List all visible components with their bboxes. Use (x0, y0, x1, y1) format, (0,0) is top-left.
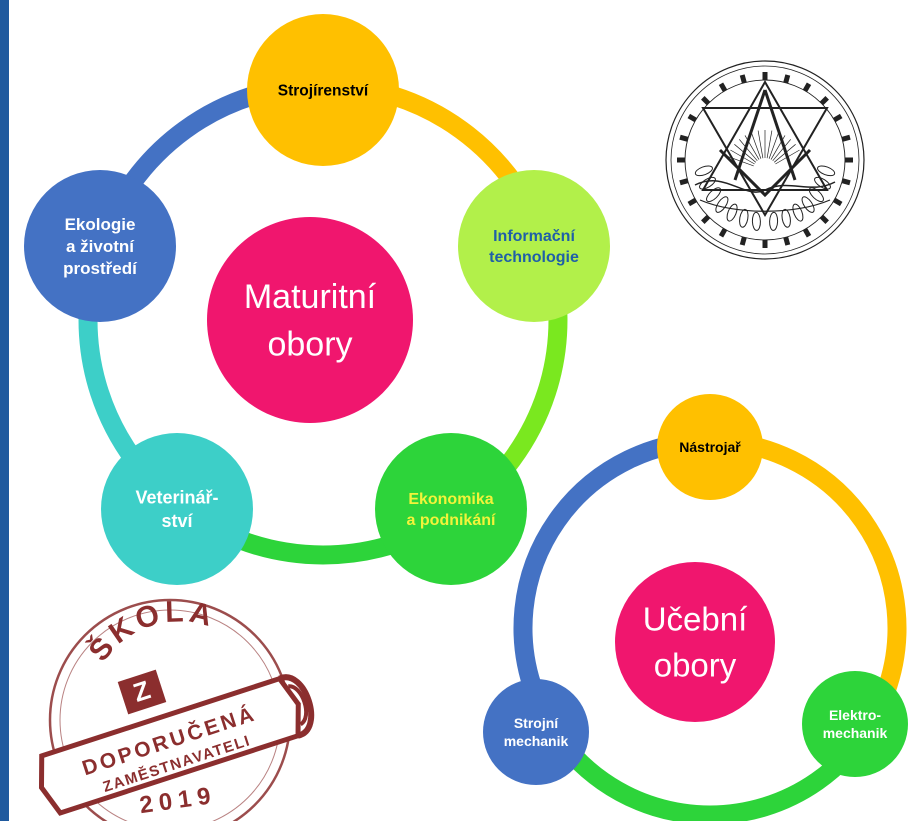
stamp-year: 2019 (138, 782, 218, 820)
node-strojirenstvi-label: Strojírenství (278, 82, 369, 99)
node-nastrojar-label: Nástrojař (679, 439, 741, 455)
left-frame-border (0, 0, 9, 821)
node-elektromechanik[interactable]: Elektro-mechanik (802, 671, 908, 777)
node-veterinarstvi-label: Veterinář-ství (135, 488, 218, 531)
school-emblem-icon (665, 60, 865, 260)
node-nastrojar[interactable]: Nástrojař (657, 394, 763, 500)
node-strojirenstvi[interactable]: Strojírenství (247, 14, 399, 166)
recommended-school-stamp-icon: ŠKOLA Z DOPORUČENÁ ZAMĚSTNAVATELI 2019 (38, 595, 315, 821)
node-elektromechanik-label: Elektro-mechanik (823, 707, 888, 741)
stamp-top-text: ŠKOLA (82, 595, 219, 667)
node-veterinarstvi[interactable]: Veterinář-ství (101, 433, 253, 585)
